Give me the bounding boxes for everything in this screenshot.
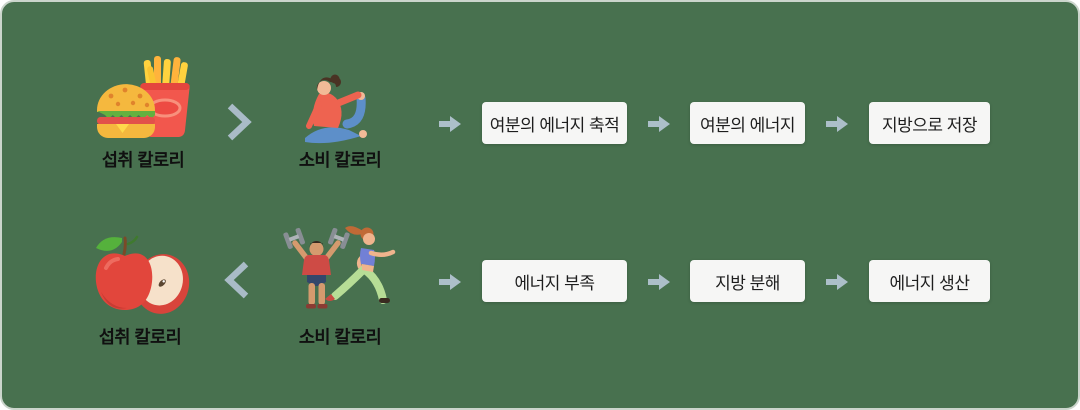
intake-calories-label: 섭취 칼로리 <box>98 327 182 347</box>
burned-calories-label: 소비 칼로리 <box>298 150 382 170</box>
apple-icon <box>92 230 194 318</box>
step-box: 여분의 에너지 축적 <box>482 102 627 144</box>
exercise-icon <box>281 222 397 324</box>
greater-than-icon <box>226 102 252 142</box>
less-than-icon <box>224 260 250 300</box>
step-box: 에너지 생산 <box>869 260 990 302</box>
step-box: 여분의 에너지 <box>690 102 805 144</box>
intake-calories-label: 섭취 칼로리 <box>101 150 185 170</box>
arrow-right-icon <box>826 116 848 132</box>
burned-calories-label: 소비 칼로리 <box>298 327 382 347</box>
arrow-right-icon <box>439 274 461 290</box>
step-box: 에너지 부족 <box>482 260 627 302</box>
yoga-icon <box>297 72 379 148</box>
arrow-right-icon <box>648 274 670 290</box>
arrow-right-icon <box>439 116 461 132</box>
step-box: 지방으로 저장 <box>869 102 990 144</box>
arrow-right-icon <box>826 274 848 290</box>
arrow-right-icon <box>648 116 670 132</box>
burger-fries-icon <box>95 52 195 144</box>
step-box: 지방 분해 <box>690 260 805 302</box>
